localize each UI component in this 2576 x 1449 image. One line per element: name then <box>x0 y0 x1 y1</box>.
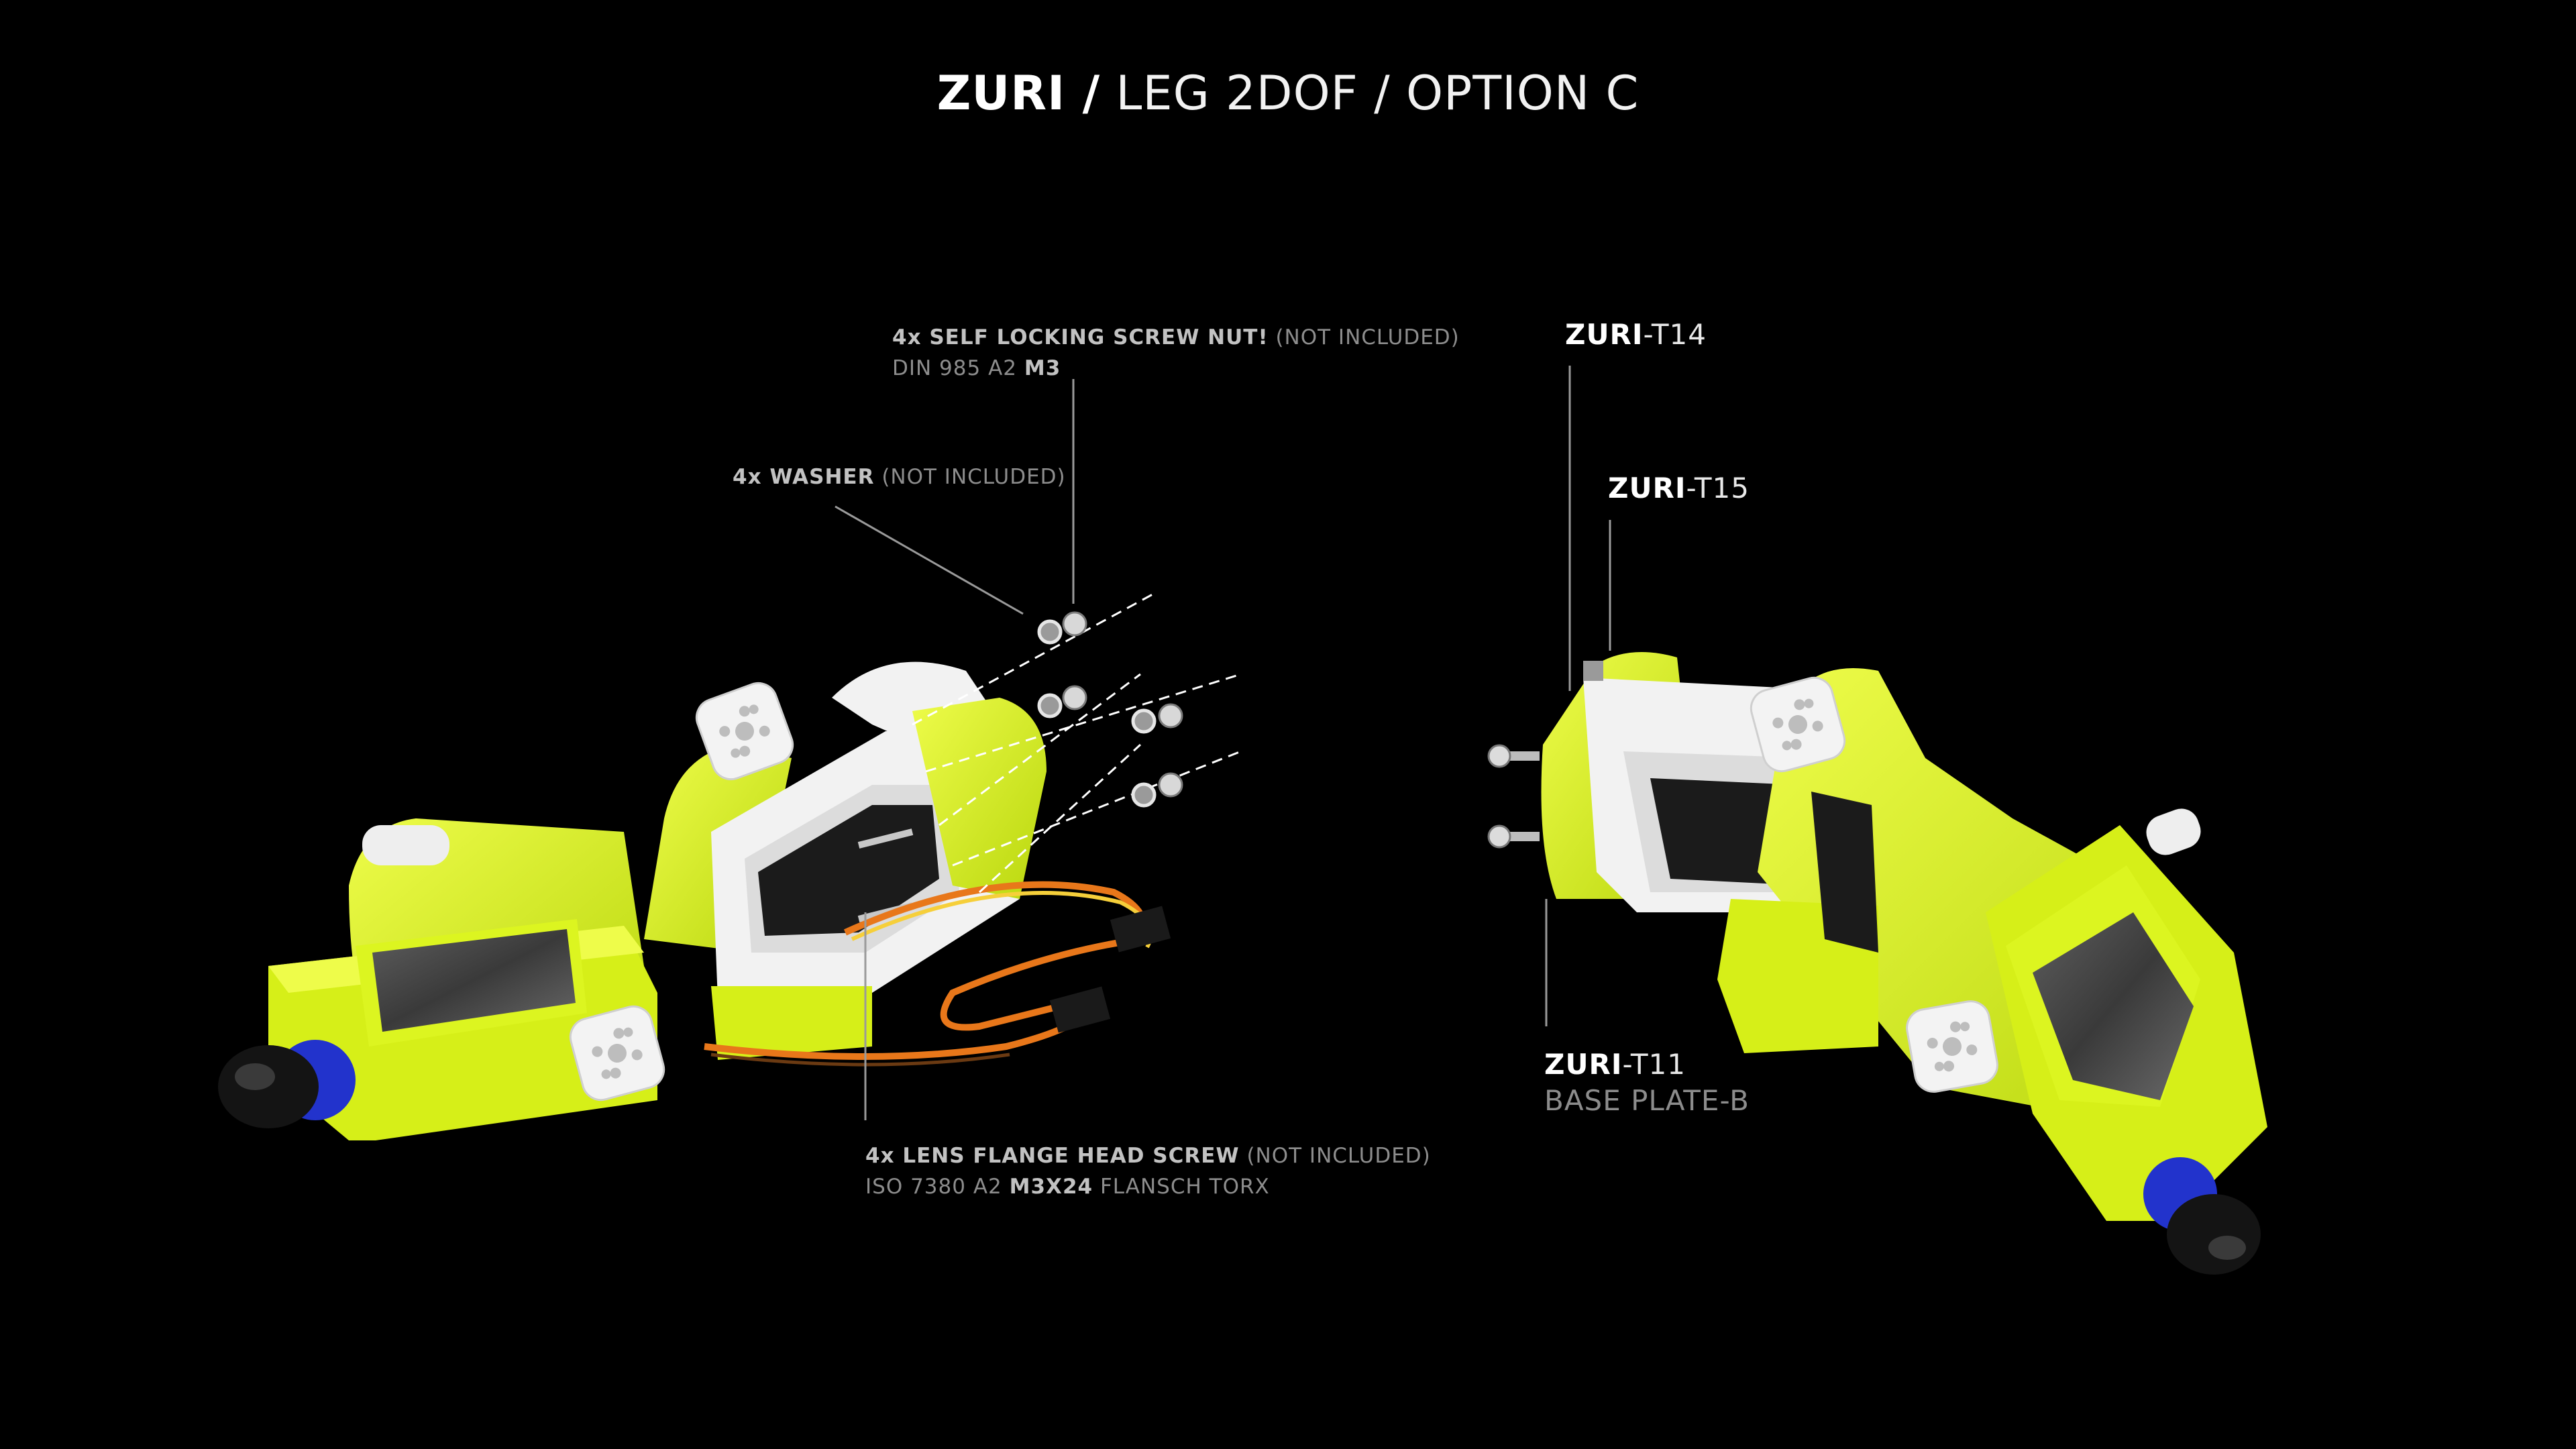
t11-code: -T11 <box>1622 1048 1686 1081</box>
right-leg-assembly <box>1487 366 2267 1275</box>
screw-size: M3X24 <box>1009 1175 1093 1199</box>
screw-callout-line1: 4x LENS FLANGE HEAD SCREW (NOT INCLUDED) <box>865 1140 1431 1171</box>
exploded-hardware <box>912 592 1242 894</box>
nut-note: (NOT INCLUDED) <box>1275 325 1460 350</box>
t11-sub: BASE PLATE-B <box>1544 1084 1750 1117</box>
nut-callout: 4x SELF LOCKING SCREW NUT! (NOT INCLUDED… <box>892 322 1460 384</box>
screw-spec: ISO 7380 A2 <box>865 1175 1002 1199</box>
page-title: ZURI / LEG 2DOF / OPTION C <box>0 66 2576 121</box>
part-tag-t15: ZURI-T15 <box>1608 470 1750 506</box>
left-leg-assembly <box>218 379 1242 1140</box>
t14-brand: ZURI <box>1565 318 1644 351</box>
t15-brand: ZURI <box>1608 472 1686 504</box>
screw-callout-line2: ISO 7380 A2 M3X24 FLANSCH TORX <box>865 1171 1431 1202</box>
part-tag-t14: ZURI-T14 <box>1565 317 1707 353</box>
t11-brand: ZURI <box>1544 1048 1623 1081</box>
title-bold: ZURI / <box>936 66 1101 121</box>
t14-code: -T14 <box>1643 318 1707 351</box>
nut-callout-line1: 4x SELF LOCKING SCREW NUT! (NOT INCLUDED… <box>892 322 1460 353</box>
nut-size: M3 <box>1024 356 1061 380</box>
washer-callout: 4x WASHER (NOT INCLUDED) <box>733 462 1066 492</box>
washer-note: (NOT INCLUDED) <box>881 465 1066 489</box>
screw-qty-name: 4x LENS FLANGE HEAD SCREW <box>865 1144 1240 1168</box>
screw-callout: 4x LENS FLANGE HEAD SCREW (NOT INCLUDED)… <box>865 1140 1431 1202</box>
title-light: LEG 2DOF / OPTION C <box>1116 66 1640 121</box>
nut-callout-line2: DIN 985 A2 M3 <box>892 353 1460 384</box>
part-tag-t11: ZURI-T11 BASE PLATE-B <box>1544 1046 1750 1119</box>
screw-suffix: FLANSCH TORX <box>1099 1175 1270 1199</box>
screw-note: (NOT INCLUDED) <box>1246 1144 1431 1168</box>
washer-leader-line <box>835 505 1024 615</box>
nut-qty-name: 4x SELF LOCKING SCREW NUT! <box>892 325 1269 350</box>
t15-code: -T15 <box>1686 472 1750 504</box>
nut-spec: DIN 985 A2 <box>892 356 1018 380</box>
t11-line1: ZURI-T11 <box>1544 1046 1750 1083</box>
washer-qty-name: 4x WASHER <box>733 465 875 489</box>
